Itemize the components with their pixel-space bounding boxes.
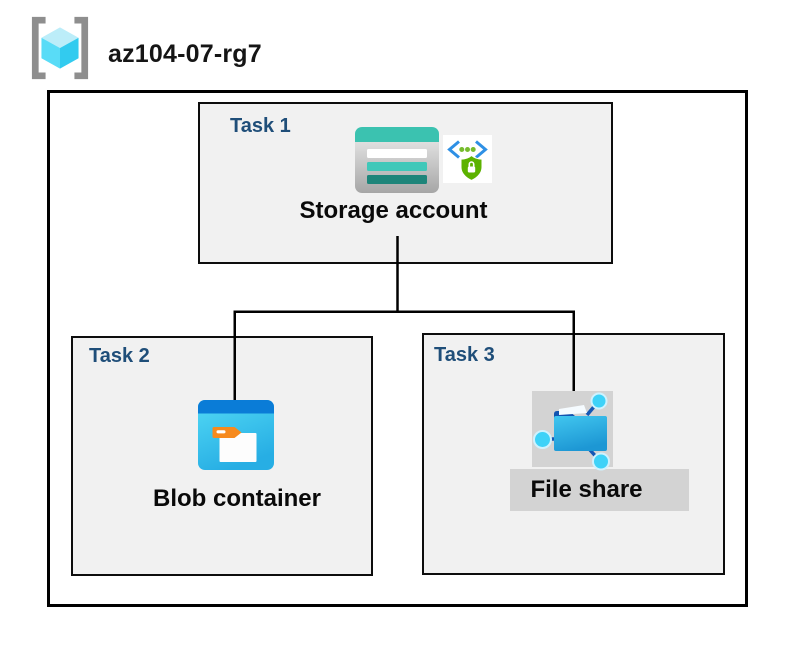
file-share-caption-highlight: File share: [510, 469, 689, 511]
blob-container-icon: [198, 400, 274, 470]
resource-group-icon: [31, 16, 89, 80]
file-share-caption: File share: [530, 476, 643, 503]
storage-account-icon: [355, 127, 439, 193]
blob-container-caption: Blob container: [152, 485, 321, 512]
resource-group-boundary: [47, 90, 748, 607]
resource-group-title: az104-07-rg7: [108, 40, 262, 68]
secure-endpoint-icon: [443, 135, 492, 183]
storage-account-caption: Storage account: [299, 197, 488, 224]
task3-label: Task 3: [434, 344, 495, 366]
task2-label: Task 2: [89, 345, 150, 367]
file-share-icon: [533, 392, 610, 471]
task1-label: Task 1: [230, 115, 291, 137]
